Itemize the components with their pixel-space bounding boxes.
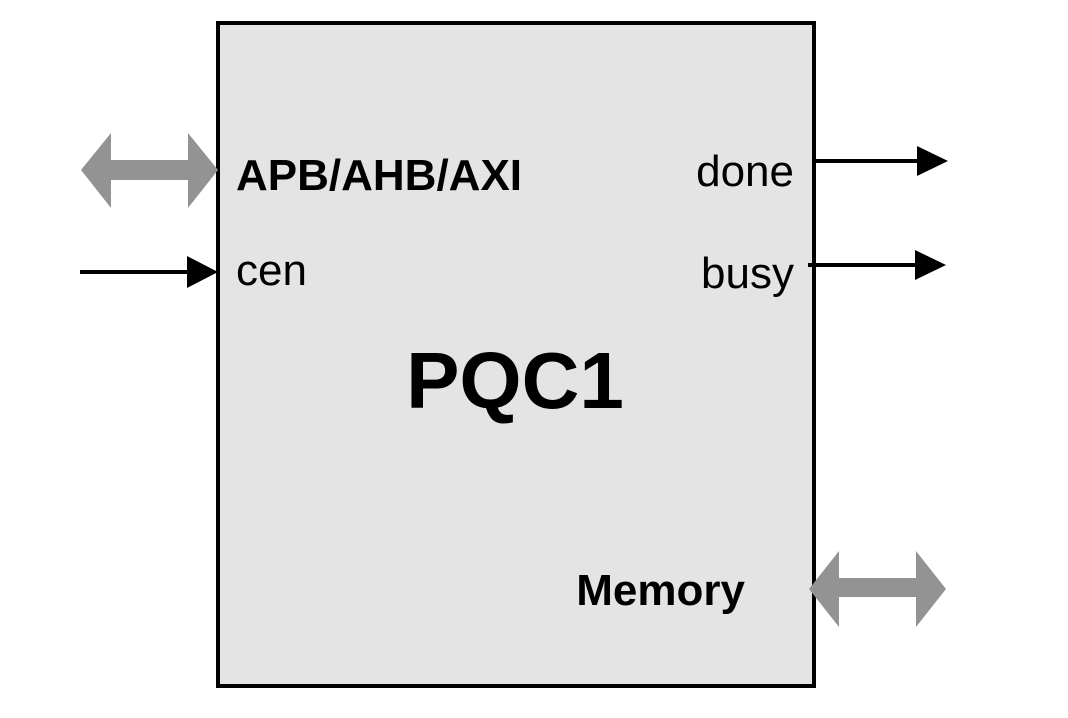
memory-bidirectional-arrow-icon (809, 551, 946, 627)
bus-bidirectional-arrow-icon (81, 133, 218, 208)
cen-input-arrow-icon (80, 256, 218, 288)
busy-port-label: busy (701, 249, 794, 298)
busy-output-arrow-icon (808, 250, 946, 280)
done-port-label: done (696, 147, 794, 196)
done-output-arrow-icon (812, 146, 948, 176)
cen-port-label: cen (236, 246, 307, 295)
bus-port-label: APB/AHB/AXI (236, 151, 522, 200)
pqc1-block (216, 21, 816, 688)
memory-port-label: Memory (576, 566, 745, 615)
block-title: PQC1 (406, 336, 624, 425)
